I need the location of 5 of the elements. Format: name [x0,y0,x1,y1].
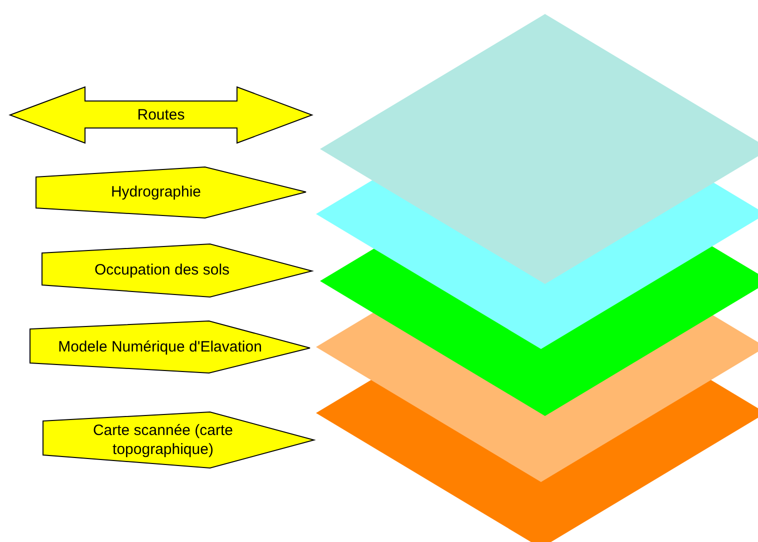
layer-label: Occupation des sols [93,260,231,280]
layer-label: Routes [136,106,186,124]
layer-label: Carte scannée (carte topographique) [92,421,234,459]
layer-label: Hydrographie [110,182,202,202]
layer-label: Modele Numérique d'Elavation [57,338,263,356]
